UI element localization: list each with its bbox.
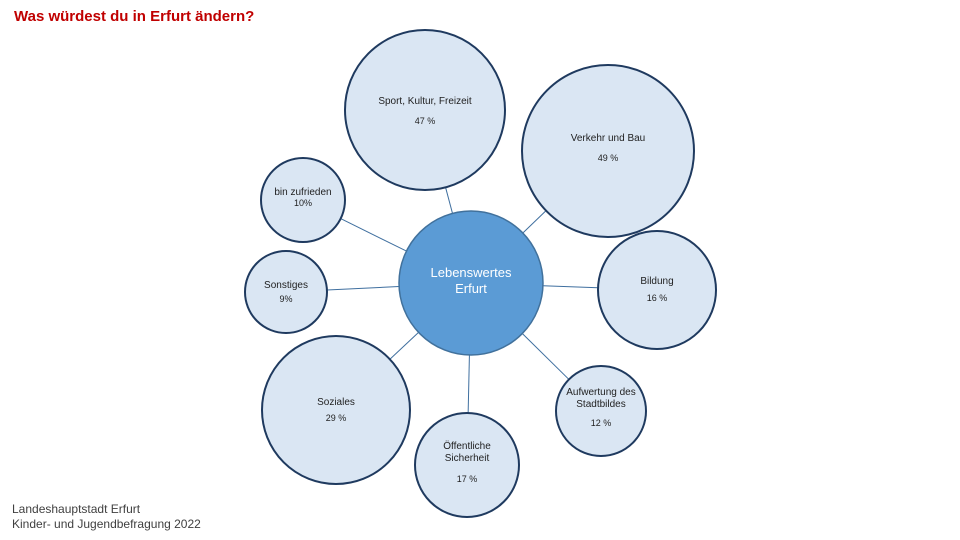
bubble-label-sicherheit-0: Öffentliche — [443, 440, 491, 452]
connector-sonstiges — [326, 285, 400, 291]
bubble-value-sicherheit: 17 % — [457, 474, 478, 484]
connector-bildung — [542, 285, 599, 289]
bubble-sonstiges: Sonstiges 9% — [244, 250, 328, 334]
connector-zufrieden — [340, 218, 407, 252]
footer: Landeshauptstadt Erfurt Kinder- und Juge… — [12, 502, 201, 532]
bubble-circle-sicherheit — [414, 412, 520, 518]
bubble-label-stadtbild-1: Stadtbildes — [576, 399, 625, 410]
bubble-value-soziales: 29 % — [326, 413, 347, 423]
footer-line1: Landeshauptstadt Erfurt — [12, 502, 141, 516]
bubble-verkehr: Verkehr und Bau 49 % — [521, 64, 695, 238]
page-title: Was würdest du in Erfurt ändern? — [14, 8, 255, 25]
bubble-circle-verkehr — [521, 64, 695, 238]
bubble-value-verkehr: 49 % — [598, 153, 619, 163]
bubble-label-soziales-0: Soziales — [317, 397, 355, 408]
connector-stadtbild — [521, 333, 570, 380]
bubble-label-verkehr-0: Verkehr und Bau — [571, 133, 646, 144]
bubble-bildung: Bildung 16 % — [597, 230, 717, 350]
center-label-line2: Erfurt — [455, 281, 487, 296]
bubble-label-zufrieden-0: bin zufrieden — [274, 187, 331, 198]
bubble-sport: Sport, Kultur, Freizeit 47 % — [344, 29, 506, 191]
center-circle — [398, 210, 544, 356]
connector-verkehr — [522, 210, 547, 234]
connector-sicherheit — [467, 354, 470, 414]
bubble-label-stadtbild-0: Aufwertung des — [566, 387, 636, 398]
bubble-circle-soziales — [261, 335, 411, 485]
bubble-value-sport: 47 % — [415, 116, 436, 126]
bubble-label-sport-0: Sport, Kultur, Freizeit — [378, 96, 472, 107]
bubble-circle-stadtbild — [555, 365, 647, 457]
bubble-value-stadtbild: 12 % — [591, 418, 612, 428]
bubble-circle-sonstiges — [244, 250, 328, 334]
bubble-circle-sport — [344, 29, 506, 191]
bubble-soziales: Soziales 29 % — [261, 335, 411, 485]
bubble-label-sicherheit-1: Sicherheit — [445, 453, 490, 464]
connector-sport — [445, 187, 453, 214]
bubbles: Sport, Kultur, Freizeit 47 % Verkehr und B… — [244, 29, 717, 518]
bubble-value-sonstiges: 9% — [279, 294, 292, 304]
bubble-circle-zufrieden — [260, 157, 346, 243]
connectors — [326, 187, 599, 414]
center-bubble: Lebenswertes Erfurt — [398, 210, 544, 356]
bubble-value-zufrieden: 10% — [294, 198, 312, 208]
footer-line2: Kinder- und Jugendbefragung 2022 — [12, 517, 201, 531]
bubble-label-bildung-0: Bildung — [640, 276, 673, 287]
bubble-value-bildung: 16 % — [647, 293, 668, 303]
connector-soziales — [389, 331, 419, 360]
bubble-circle-bildung — [597, 230, 717, 350]
center-label-line1: Lebenswertes — [431, 265, 512, 280]
bubble-label-sonstiges-0: Sonstiges — [264, 280, 308, 291]
